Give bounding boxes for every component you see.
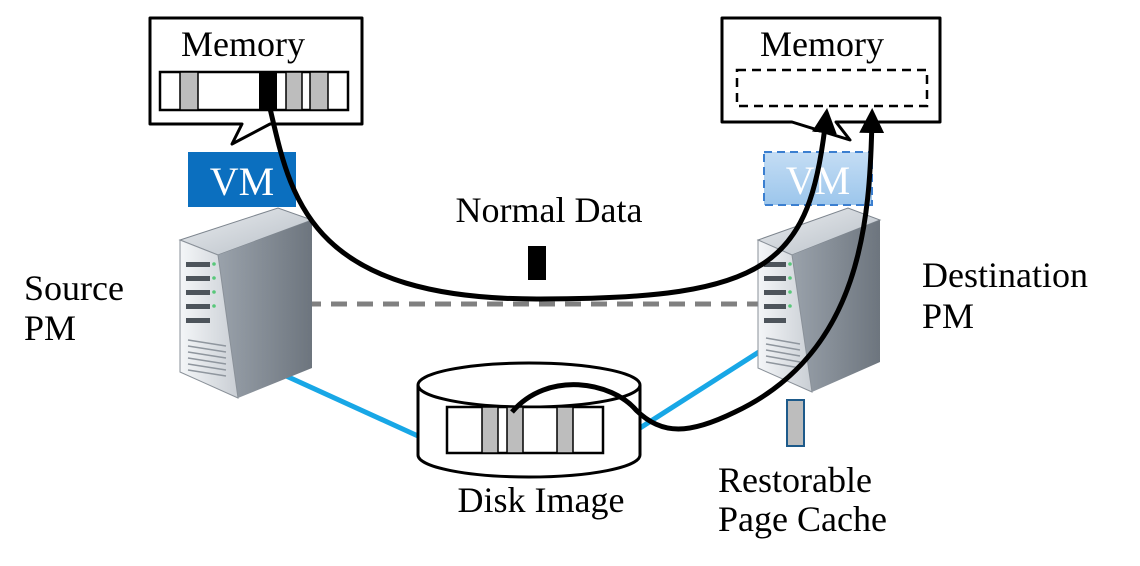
source-pm-label-line2: PM [24,308,76,348]
source-vm-box [188,152,296,207]
disk-image-bar [445,405,605,455]
disk-page [556,406,574,454]
destination-pm-label-line1: Destination [922,255,1088,295]
source-pm-label-line1: Source [24,268,124,308]
disk-page [506,406,524,454]
destination-memory-title: Memory [760,24,884,64]
page-cache-restore-arrow [510,108,885,432]
destination-pm-label-line2: PM [922,296,974,336]
source-memory-title: Memory [181,24,305,64]
page-cache-label-line1: Restorable [718,460,872,500]
normal-data-block [528,246,546,280]
destination-storage-link [638,347,764,431]
memory-page-dirty [259,72,277,110]
page-cache-block [786,399,805,447]
memory-page [179,71,199,111]
source-vm-label: VM [210,159,274,204]
normal-data-transfer-arrow [265,99,837,302]
page-cache-label-line2: Page Cache [718,499,887,539]
normal-data-label: Normal Data [456,190,643,230]
disk-page [481,406,499,454]
memory-page [309,71,329,111]
memory-page [285,71,303,111]
source-server-icon [178,207,314,399]
disk-image-label: Disk Image [458,480,625,520]
destination-memory-bar [735,68,929,108]
